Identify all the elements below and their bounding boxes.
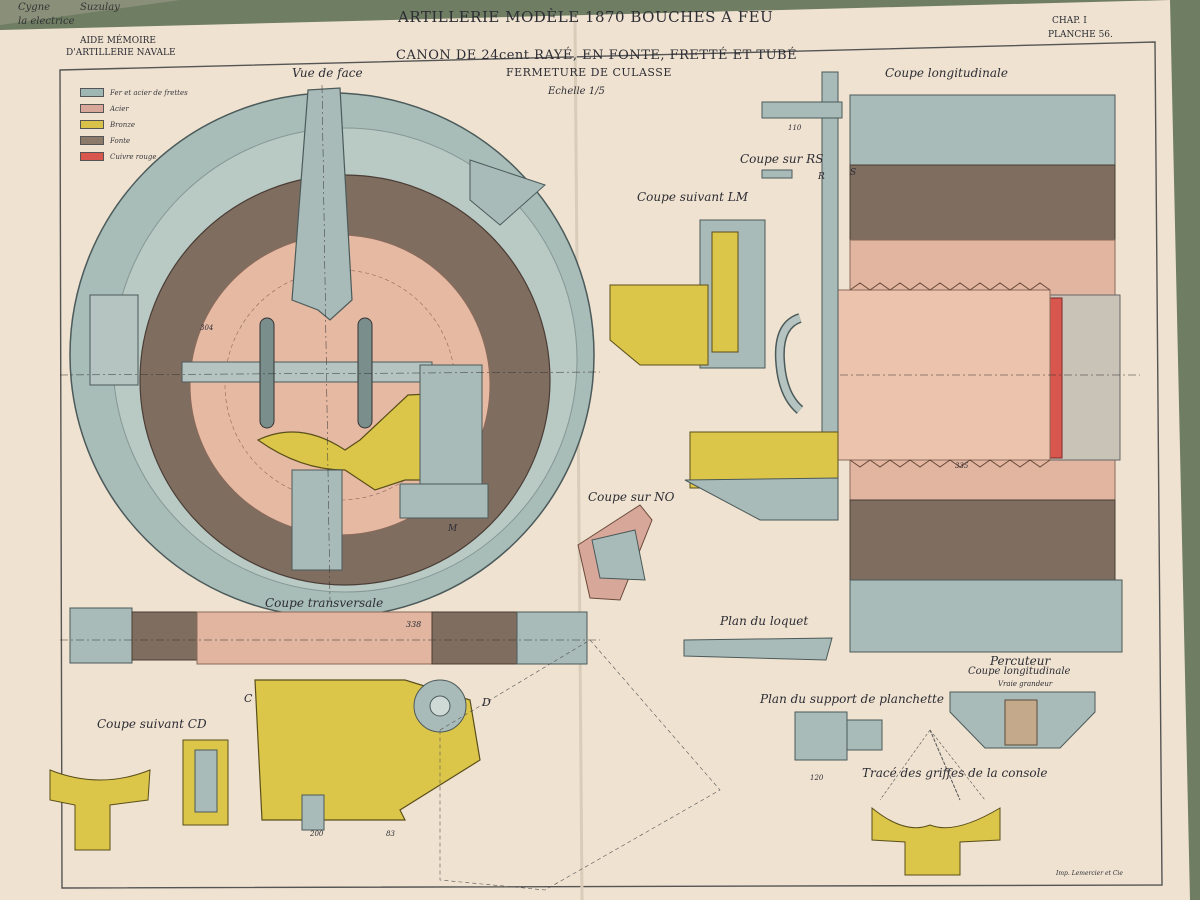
label-plan-loquet: Plan du loquet <box>720 614 809 628</box>
legend-label: Cuivre rouge <box>110 152 157 161</box>
handwritten-note-3: la electrice <box>18 16 75 27</box>
legend-label: Acier <box>110 104 129 113</box>
plate-subtitle-line2: FERMETURE DE CULASSE <box>506 66 672 79</box>
label-percuteur-scale: Vraie grandeur <box>998 680 1053 688</box>
printer-credit: Imp. Lemercier et Cie <box>1056 870 1123 877</box>
header-left-line1: AIDE MÉMOIRE <box>80 36 156 46</box>
plan-loquet-diagram <box>683 637 833 661</box>
legend-label: Bronze <box>110 120 136 129</box>
dimension-label: 120 <box>810 774 824 782</box>
legend-row: Cuivre rouge <box>80 152 156 161</box>
label-section-no: Coupe sur NO <box>588 490 675 504</box>
dimension-label: 304 <box>200 324 214 332</box>
plate-title: ARTILLERIE MODÈLE 1870 BOUCHES A FEU <box>398 8 774 26</box>
section-rs-diagram <box>761 169 793 179</box>
legend-row: Fonte <box>80 136 130 145</box>
fold-line <box>573 19 584 900</box>
legend-swatch <box>80 120 104 129</box>
header-left-line2: D'ARTILLERIE NAVALE <box>66 48 176 58</box>
label-front-view: Vue de face <box>292 66 363 80</box>
legend-label: Fer et acier de frettes <box>110 88 188 97</box>
header-plate-number: PLANCHE 56. <box>1048 30 1113 40</box>
front-view-lever <box>291 87 353 321</box>
dimension-label: 200 <box>310 830 324 838</box>
section-letter-c: C <box>244 692 253 705</box>
legend-row: Fer et acier de frettes <box>80 88 188 97</box>
label-section-rs: Coupe sur RS <box>740 152 824 166</box>
long-cast-iron-top <box>849 164 1116 241</box>
section-letter-m: M <box>448 524 458 534</box>
legend-swatch <box>80 104 104 113</box>
legend-swatch <box>80 88 104 97</box>
dimension-label: 338 <box>406 620 422 629</box>
front-view-crossbar <box>181 361 433 383</box>
label-section-cd: Coupe suivant CD <box>97 717 207 731</box>
griffes-diagram <box>871 729 1001 876</box>
front-view-support <box>291 469 343 571</box>
long-hoop-top <box>849 94 1116 166</box>
handwritten-note-2: Suzulay <box>80 2 120 13</box>
dimension-label: 335 <box>955 462 969 470</box>
transverse-section-diagram <box>60 607 721 891</box>
dimension-label: 110 <box>788 124 802 132</box>
legend-swatch <box>80 152 104 161</box>
section-cd-diagram <box>49 739 229 851</box>
long-hoop-bottom <box>849 579 1123 653</box>
label-percuteur: Percuteur <box>990 654 1051 668</box>
legend-row: Acier <box>80 104 129 113</box>
section-no-diagram <box>577 504 653 601</box>
plan-support-diagram <box>794 711 883 761</box>
legend-row: Bronze <box>80 120 135 129</box>
plate-subtitle: CANON DE 24cent RAYÉ, EN FONTE, FRETTÉ E… <box>396 48 798 63</box>
long-vertical-lever <box>821 71 839 493</box>
label-transverse-section: Coupe transversale <box>265 596 384 610</box>
section-letter-r: R <box>818 172 825 182</box>
label-longitudinal-section: Coupe longitudinale <box>885 66 1008 80</box>
header-chapter: CHAP. I <box>1052 16 1087 26</box>
background-corner <box>0 0 180 25</box>
handwritten-note-1: Cygne <box>18 2 51 13</box>
plate-scale: Echelle 1/5 <box>548 86 605 97</box>
label-griffes: Tracé des griffes de la console <box>862 766 1048 780</box>
section-letter-s: S <box>850 168 857 178</box>
label-plan-support: Plan du support de planchette <box>760 692 944 706</box>
dimension-label: 83 <box>386 830 395 838</box>
label-section-lm: Coupe suivant LM <box>637 190 749 204</box>
legend-swatch <box>80 136 104 145</box>
legend-label: Fonte <box>110 136 131 145</box>
longitudinal-section-diagram <box>684 71 1140 653</box>
section-letter-d: D <box>482 696 491 709</box>
front-view-diagram <box>59 84 601 618</box>
label-percuteur-sub: Coupe longitudinale <box>968 666 1071 677</box>
percuteur-diagram <box>949 691 1096 749</box>
section-lm-diagram <box>609 219 766 369</box>
long-copper-ring <box>1049 297 1063 459</box>
plate-border <box>59 41 1163 889</box>
